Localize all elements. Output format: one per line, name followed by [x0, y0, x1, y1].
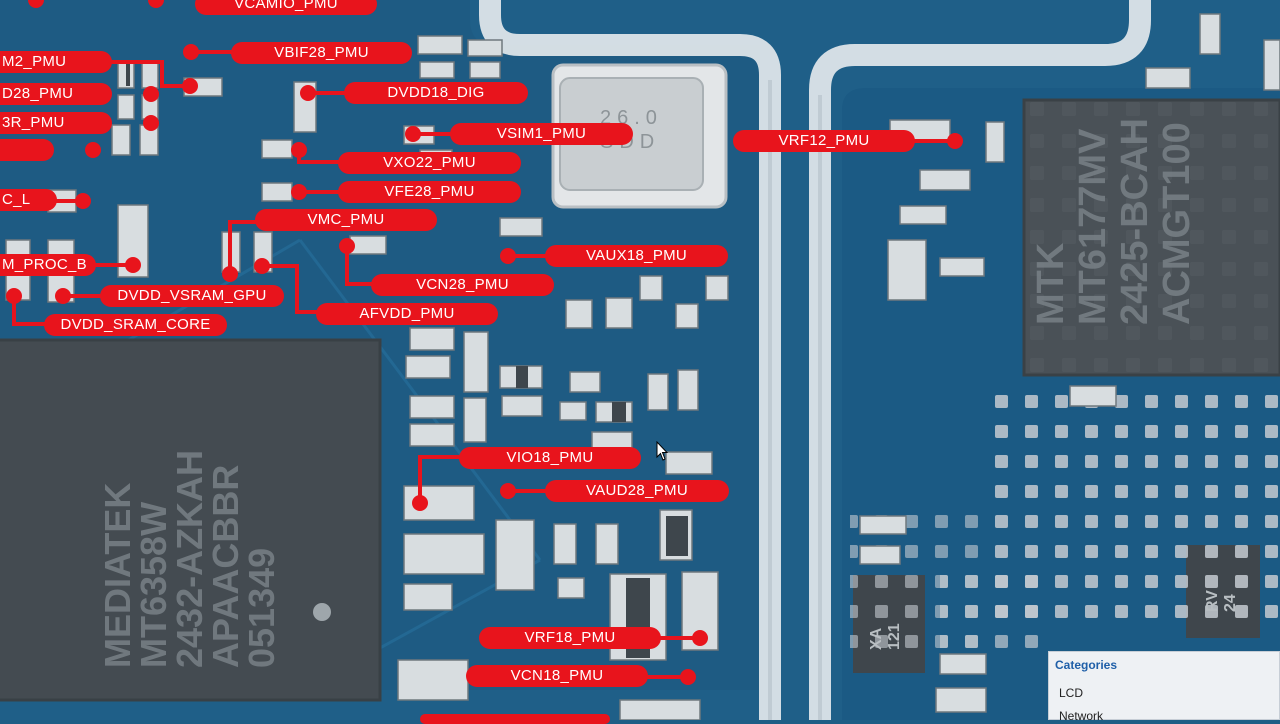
leader-line — [656, 636, 700, 640]
small-chip-marking: XA 121 — [868, 623, 904, 650]
leader-line — [12, 322, 48, 326]
label-vcn28-pmu: VCN28_PMU — [371, 274, 554, 296]
label-dvdd18-dig: DVDD18_DIG — [344, 82, 528, 104]
test-point-dot — [300, 85, 316, 101]
leader-line — [306, 91, 346, 95]
test-point-dot — [182, 78, 198, 94]
leader-line — [228, 220, 232, 274]
test-point-dot — [143, 115, 159, 131]
leader-line — [295, 264, 299, 314]
leader-line — [640, 675, 688, 679]
leader-line — [92, 263, 132, 267]
test-point-dot — [148, 0, 164, 8]
leader-line — [418, 455, 462, 459]
categories-title: Categories — [1055, 658, 1118, 672]
label-vcamio-pmu: VCAMIO_PMU — [195, 0, 377, 15]
test-point-dot — [6, 288, 22, 304]
label-d28-pmu: D28_PMU — [0, 83, 112, 105]
label-vio18-pmu: VIO18_PMU — [459, 447, 641, 469]
leader-line — [345, 282, 375, 286]
label-vxo22-pmu: VXO22_PMU — [338, 152, 521, 174]
label-vfe28-pmu: VFE28_PMU — [338, 181, 521, 203]
leader-line — [897, 139, 957, 143]
mouse-cursor-icon — [656, 441, 668, 461]
label-3r-pmu: 3R_PMU — [0, 112, 112, 134]
test-point-dot — [412, 495, 428, 511]
test-point-dot — [692, 630, 708, 646]
small-right-chip-marking: RV 24 — [1204, 590, 1240, 612]
chip-line: 051349 — [241, 547, 282, 668]
leader-line — [297, 190, 341, 194]
test-point-dot — [85, 142, 101, 158]
mtk-chip-marking: MTK MT6177MV 2425-BCAH ACMGT100 — [1030, 118, 1198, 325]
leader-line — [62, 294, 104, 298]
test-point-dot — [183, 44, 199, 60]
label-vbif28-pmu: VBIF28_PMU — [231, 42, 412, 64]
chip-line: APAACBBR — [205, 464, 246, 668]
label-unnamed — [0, 139, 54, 161]
leader-line — [160, 84, 190, 88]
leader-line — [345, 244, 349, 284]
test-point-dot — [680, 669, 696, 685]
chip-line: 2425-BCAH — [1114, 118, 1156, 325]
leader-line — [261, 264, 299, 268]
label-vsim1-pmu: VSIM1_PMU — [450, 123, 633, 145]
label-vcn18-pmu: VCN18_PMU — [466, 665, 648, 687]
label-vrf18-pmu: VRF18_PMU — [479, 627, 661, 649]
test-point-dot — [125, 257, 141, 273]
chip-line: MTK — [1030, 242, 1072, 325]
test-point-dot — [28, 0, 44, 8]
leader-line — [295, 310, 319, 314]
leader-line — [507, 489, 547, 493]
label-m2-pmu: M2_PMU — [0, 51, 112, 73]
leader-line — [160, 60, 164, 88]
label-vmc-pmu: VMC_PMU — [255, 209, 437, 231]
test-point-dot — [75, 193, 91, 209]
label-c-l: C_L — [0, 189, 57, 211]
test-point-dot — [500, 248, 516, 264]
leader-line — [297, 160, 341, 164]
category-link-lcd[interactable]: LCD — [1059, 686, 1084, 700]
chip-line: XA — [868, 627, 885, 650]
test-point-dot — [947, 133, 963, 149]
chip-line: MEDIATEK — [97, 482, 138, 668]
leader-line — [418, 455, 422, 503]
label-dvdd-sram-core: DVDD_SRAM_CORE — [44, 314, 227, 336]
test-point-dot — [291, 142, 307, 158]
label-vrf12-pmu: VRF12_PMU — [733, 130, 915, 152]
label-dvdd-vsram-gpu: DVDD_VSRAM_GPU — [100, 285, 284, 307]
chip-line: MT6177MV — [1072, 128, 1114, 325]
categories-panel: Categories LCD Network — [1048, 651, 1280, 723]
leader-line — [412, 132, 452, 136]
chip-line: MT6358W — [133, 501, 174, 668]
test-point-dot — [222, 266, 238, 282]
test-point-dot — [55, 288, 71, 304]
leader-line — [36, 199, 82, 203]
label-vaud28-pmu: VAUD28_PMU — [545, 480, 729, 502]
leader-line — [108, 60, 164, 64]
category-link-network[interactable]: Network — [1059, 709, 1104, 723]
test-point-dot — [143, 86, 159, 102]
leader-line — [190, 50, 234, 54]
leader-line — [12, 295, 16, 325]
leader-line — [228, 220, 258, 224]
leader-line — [507, 254, 547, 258]
mediatek-chip-marking: MEDIATEK MT6358W 2432-AZKAH APAACBBR 051… — [97, 449, 282, 668]
label-afvdd-pmu: AFVDD_PMU — [316, 303, 498, 325]
chip-line: RV — [1204, 590, 1221, 612]
chip-line: ACMGT100 — [1156, 122, 1198, 325]
test-point-dot — [500, 483, 516, 499]
chip-line: 121 — [886, 623, 903, 650]
test-point-dot — [405, 126, 421, 142]
test-point-dot — [254, 258, 270, 274]
test-point-dot — [339, 238, 355, 254]
chip-line: 2432-AZKAH — [169, 449, 210, 668]
label-bottom-cut — [420, 714, 610, 724]
chip-line: 24 — [1222, 594, 1239, 612]
label-m-proc-b: M_PROC_B — [0, 254, 96, 276]
test-point-dot — [291, 184, 307, 200]
label-vaux18-pmu: VAUX18_PMU — [545, 245, 728, 267]
